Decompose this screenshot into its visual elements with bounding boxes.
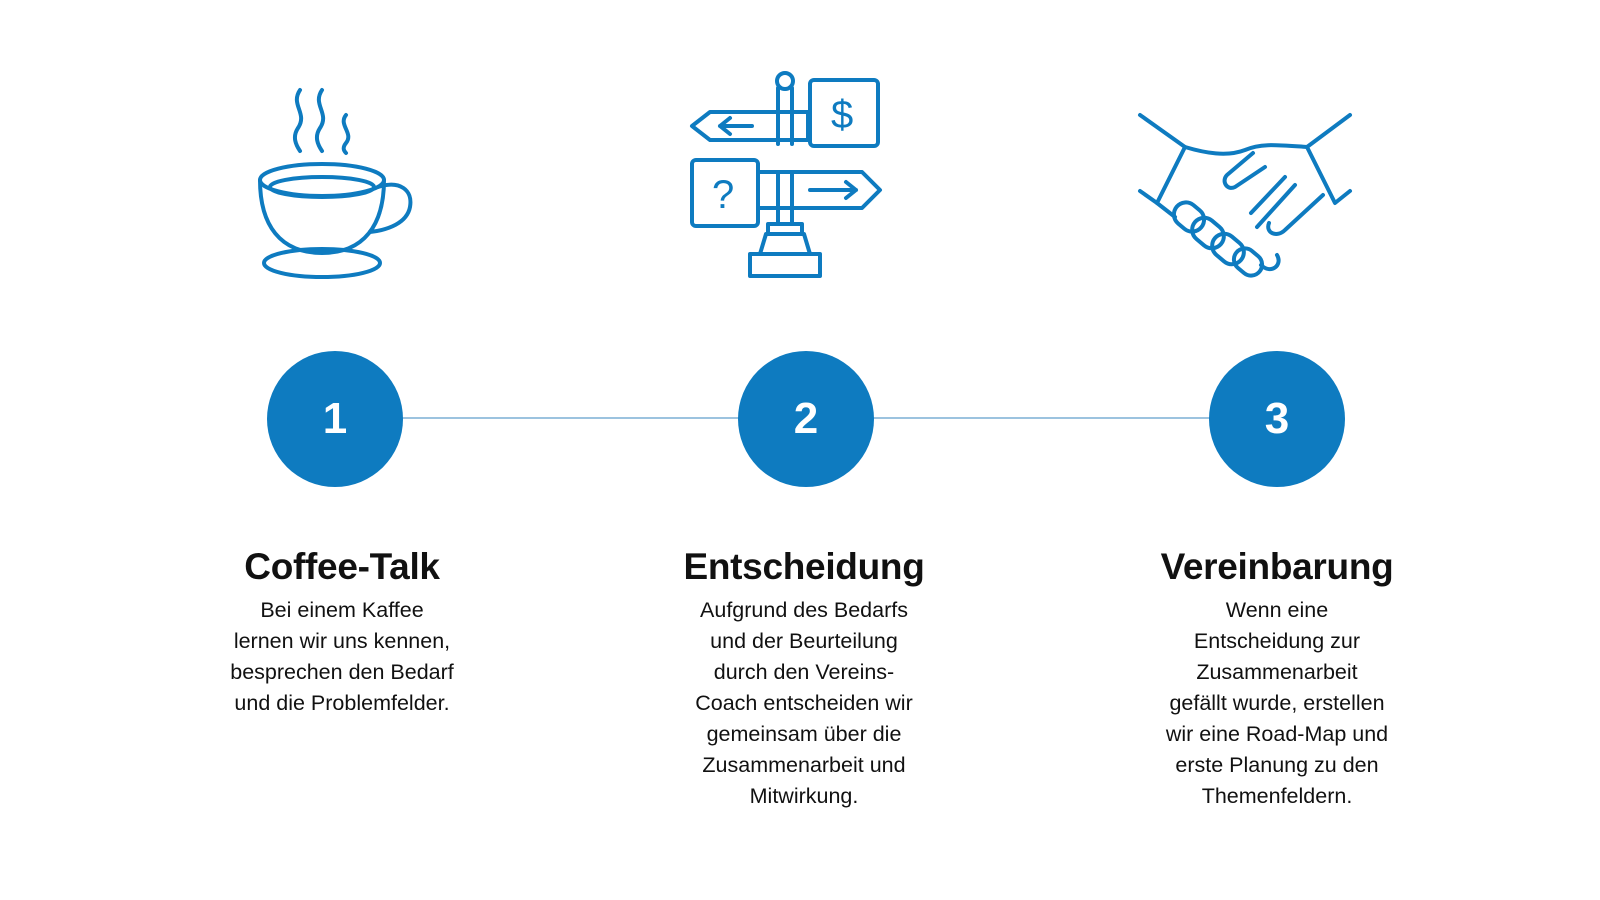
signpost-icon: $ ? [690, 71, 890, 287]
signpost-question-glyph: ? [712, 173, 734, 217]
step-2-number: 2 [793, 394, 819, 443]
connector-line-2-3 [870, 417, 1210, 419]
step-1-description: Bei einem Kaffee lernen wir uns kennen, … [230, 598, 454, 715]
step-1-title: Coffee-Talk [244, 546, 440, 587]
step-3-title: Vereinbarung [1160, 546, 1394, 587]
step-2-circle: 2 [738, 351, 874, 487]
step-1-text: Coffee-Talk Bei einem Kaffee lernen wir … [192, 545, 492, 719]
signpost-dollar-glyph: $ [831, 93, 853, 137]
connector-line-1-2 [400, 417, 740, 419]
step-2-title: Entscheidung [683, 546, 925, 587]
step-2-description: Aufgrund des Bedarfs und der Beurteilung… [695, 598, 913, 808]
coffee-cup-icon [250, 85, 420, 285]
handshake-icon [1135, 105, 1365, 290]
step-3-description: Wenn eine Entscheidung zur Zusammenarbei… [1165, 598, 1389, 808]
step-3-circle: 3 [1209, 351, 1345, 487]
step-2-text: Entscheidung Aufgrund des Bedarfs und de… [654, 545, 954, 812]
step-3-text: Vereinbarung Wenn eine Entscheidung zur … [1127, 545, 1427, 812]
step-1-number: 1 [322, 394, 348, 443]
step-3-number: 3 [1264, 394, 1290, 443]
step-1-circle: 1 [267, 351, 403, 487]
